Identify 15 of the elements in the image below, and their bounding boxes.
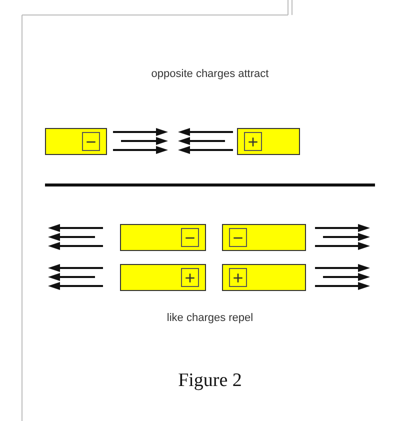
charge-sign: + bbox=[229, 268, 247, 287]
charged-bar bbox=[45, 128, 107, 155]
charged-bar bbox=[222, 224, 306, 251]
caption-text: opposite charges attract bbox=[150, 68, 270, 80]
charged-bar bbox=[120, 264, 206, 291]
charge-sign: − bbox=[229, 228, 247, 247]
charged-bar bbox=[237, 128, 300, 155]
charged-bar bbox=[222, 264, 306, 291]
figure-caption: Figure 2 bbox=[177, 370, 243, 392]
caption-text: like charges repel bbox=[166, 312, 254, 324]
charge-sign: + bbox=[181, 268, 199, 287]
charge-sign: − bbox=[181, 228, 199, 247]
charge-sign: + bbox=[244, 132, 262, 151]
charged-bar bbox=[120, 224, 206, 251]
charge-sign: − bbox=[82, 132, 100, 151]
